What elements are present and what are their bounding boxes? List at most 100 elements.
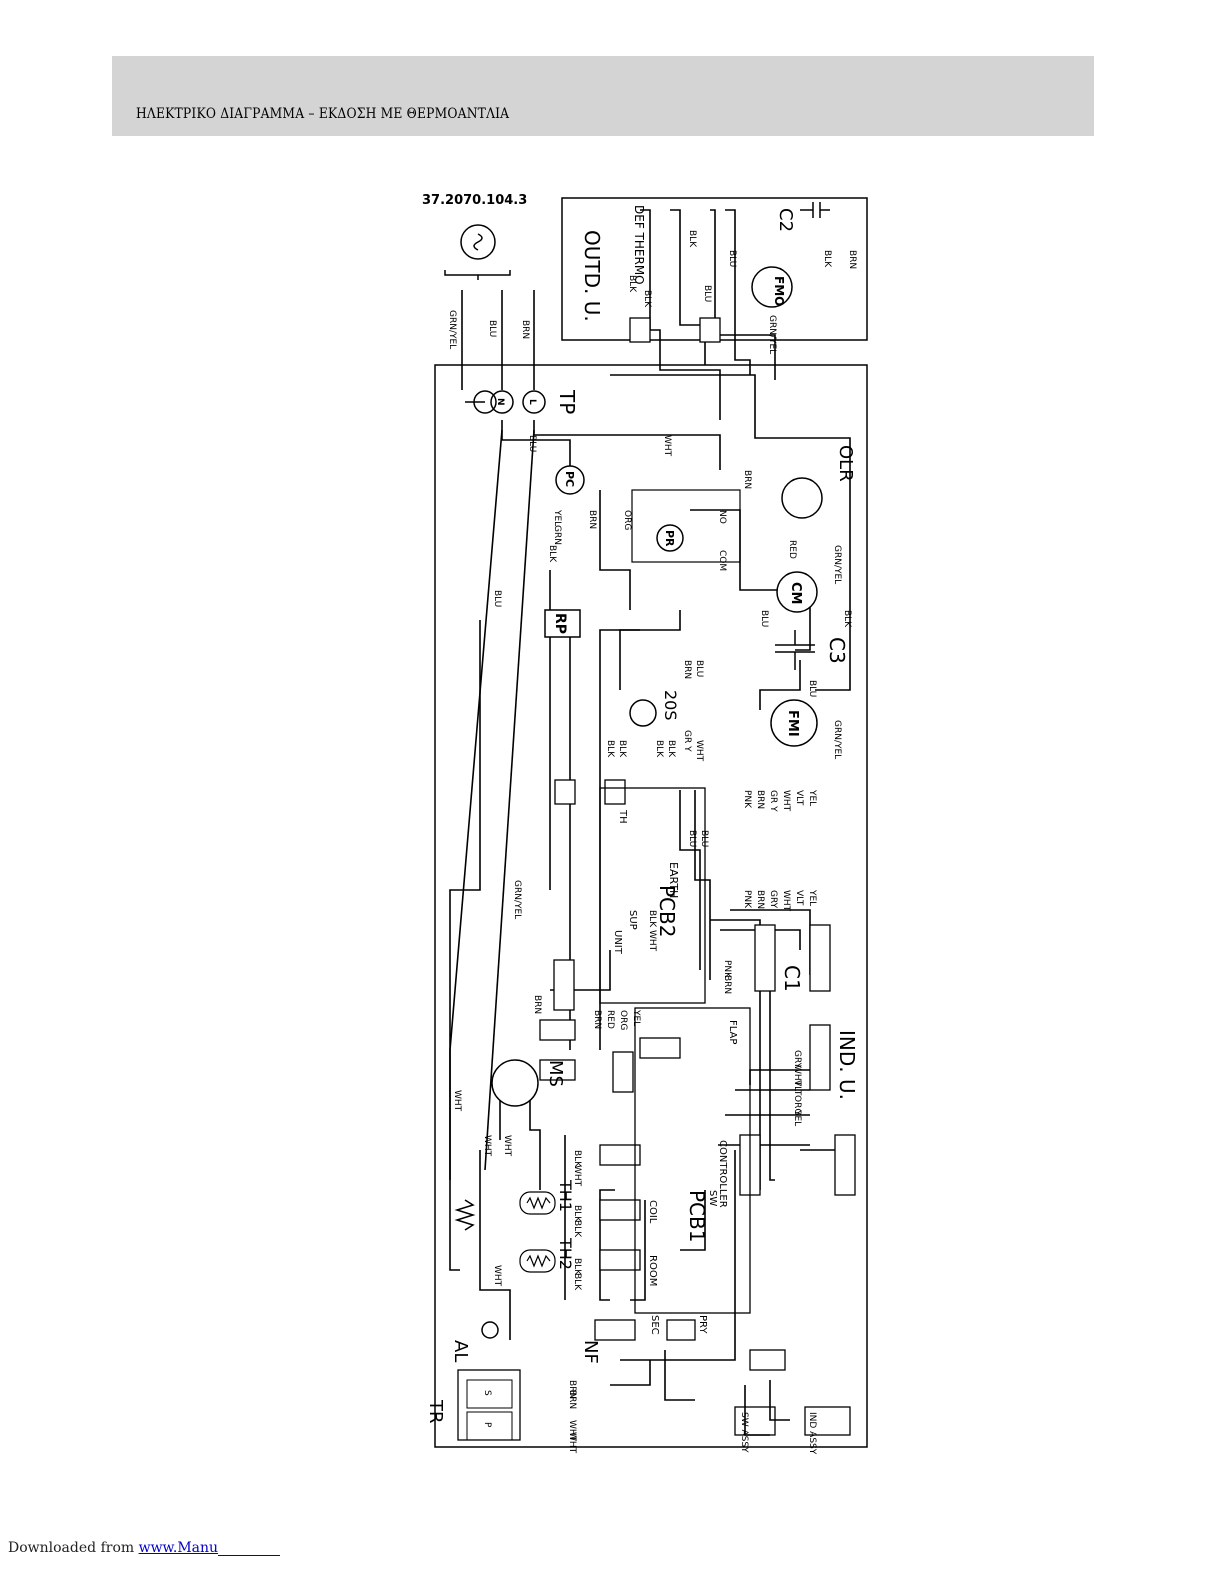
wire-tag: BLU (487, 320, 497, 337)
wire-tag: WHT (482, 1135, 492, 1157)
wire-tag: BLK (572, 1205, 582, 1223)
pry-label: PRY (697, 1315, 708, 1334)
wire-tag: BLU (807, 680, 817, 697)
ms-label: MS (545, 1060, 566, 1087)
outdoor-unit-label: OUTD. U. (580, 230, 604, 322)
wire-tag: BLU (687, 830, 697, 847)
wire-tag: BRN (592, 1010, 602, 1029)
indoor-unit-label: IND. U. (835, 1030, 859, 1100)
terminal-n-label: N (495, 398, 505, 406)
wire-tag: WHT (792, 1065, 802, 1087)
wire-tag: BRN (722, 975, 732, 994)
wire-tag: BRN (742, 470, 752, 489)
th2-label: TH2 (556, 1237, 575, 1270)
wire-tag: RED (787, 540, 797, 559)
wire-tag: BLK (572, 1220, 582, 1238)
sup-label: SUP (627, 910, 638, 930)
th1-resistor-icon (519, 1191, 556, 1215)
wire-tag: BLK (547, 545, 557, 563)
cm-label: CM (788, 582, 803, 604)
wire-tag: BLK (654, 740, 664, 758)
wire-tag: YEL (807, 889, 817, 906)
th2-resistor-icon (519, 1249, 556, 1273)
wire-tag: BRN (755, 790, 765, 809)
tr-label: TR (425, 1399, 446, 1424)
fmo-motor-icon (751, 266, 793, 308)
sw-label: SW (707, 1190, 718, 1206)
wire-tag: BLK (687, 230, 697, 248)
wire-tag: PNK (742, 790, 752, 809)
pc-switch-icon (555, 465, 585, 495)
wire-tag: GRN/YEL (447, 310, 457, 349)
wire-tag: PNK (742, 890, 752, 909)
wire-tag: GRN/YEL (767, 315, 777, 354)
th1-label: TH1 (556, 1179, 575, 1212)
pr-label: PR (663, 530, 676, 547)
indoor-unit-box (434, 364, 868, 1448)
earth-label: EARTH (667, 862, 680, 898)
wire-tag: ORG (618, 1010, 628, 1030)
wire-tag: YEL (792, 1109, 802, 1126)
com-label: COM (717, 550, 727, 571)
wire-tag: YEL (552, 509, 562, 526)
sw-assy-label: SW ASSY (739, 1412, 749, 1453)
wire-tag: ORG (792, 1095, 802, 1115)
wire-tag: GRN (552, 525, 562, 545)
wire-tag: YEL (631, 1009, 641, 1026)
wire-tag: YEL (807, 789, 817, 806)
wire-tag: BLK (572, 1273, 582, 1291)
wire-tag: BRN (532, 995, 542, 1014)
wire-tag: BRN (567, 1380, 577, 1399)
fmi-motor-icon (770, 699, 818, 747)
header-band: ΗΛΕΚΤΡΙΚΟ ΔΙΑΓΡΑΜΜΑ – ΕΚΔΟΣΗ ΜΕ ΘΕΡΜΟΑΝΤ… (112, 56, 1094, 136)
wire-tag: BRN (567, 1390, 577, 1409)
pcb2-label: PCB2 (655, 885, 679, 937)
controller-label: CONTROLLER (717, 1140, 728, 1208)
wire-tag: BLU (699, 830, 709, 847)
footer: Downloaded from www.Manu (8, 1540, 281, 1556)
wire-tag: BLK (647, 910, 657, 928)
ac-source-icon (460, 224, 496, 260)
footer-link[interactable]: www.Manu (138, 1540, 219, 1556)
no-label: NO (717, 510, 727, 524)
pr-frame (631, 489, 741, 563)
drawing-number: 37.2070.104.3 (422, 193, 527, 208)
wire-tag: PNK (722, 960, 732, 979)
wire-tag: BRN (682, 660, 692, 679)
pcb2-box (599, 787, 706, 1004)
heater-resistor-icon (454, 1199, 476, 1231)
c1-label: C1 (780, 965, 804, 992)
wire-tag: WHT (781, 790, 791, 812)
valve-20s-label: 20S (661, 690, 680, 721)
olr-icon (781, 477, 823, 519)
c2-label: C2 (775, 208, 796, 232)
wire-tag: BLU (527, 435, 537, 452)
alarm-lamp-icon (481, 1321, 499, 1339)
pr-relay-icon (656, 524, 684, 552)
wire-tag: WHT (502, 1135, 512, 1157)
al-label: AL (450, 1340, 471, 1362)
wire-tag: BLK (642, 290, 652, 308)
rp-relay-icon (544, 609, 581, 638)
wire-tag: BLK (842, 610, 852, 628)
wire-tag: BLK (617, 740, 627, 758)
nf-label: NF (580, 1340, 601, 1364)
valve-20s-icon (629, 699, 657, 727)
compressor-cm-icon (776, 571, 818, 613)
wire-tag: WHT (572, 1165, 582, 1187)
wire-tag: BLU (702, 285, 712, 302)
tp-terminal-block (465, 390, 546, 414)
wire-tag: BRN (520, 320, 530, 339)
wire-tag: RED (605, 1010, 615, 1029)
wire-tag: BLK (572, 1150, 582, 1168)
tr-s-label: S (482, 1390, 492, 1396)
wire-tag: WHT (781, 890, 791, 912)
pcb1-box (634, 1007, 751, 1314)
pcb1-label: PCB1 (685, 1190, 709, 1242)
ind-assy-box (804, 1406, 851, 1436)
flap-label: FLAP (727, 1020, 738, 1044)
deftherm-label: DEF THERMO (632, 205, 646, 285)
wire-tag: BLK (666, 740, 676, 758)
coil-label: COIL (647, 1200, 658, 1224)
wire-tag: GRN/YEL (512, 880, 522, 919)
